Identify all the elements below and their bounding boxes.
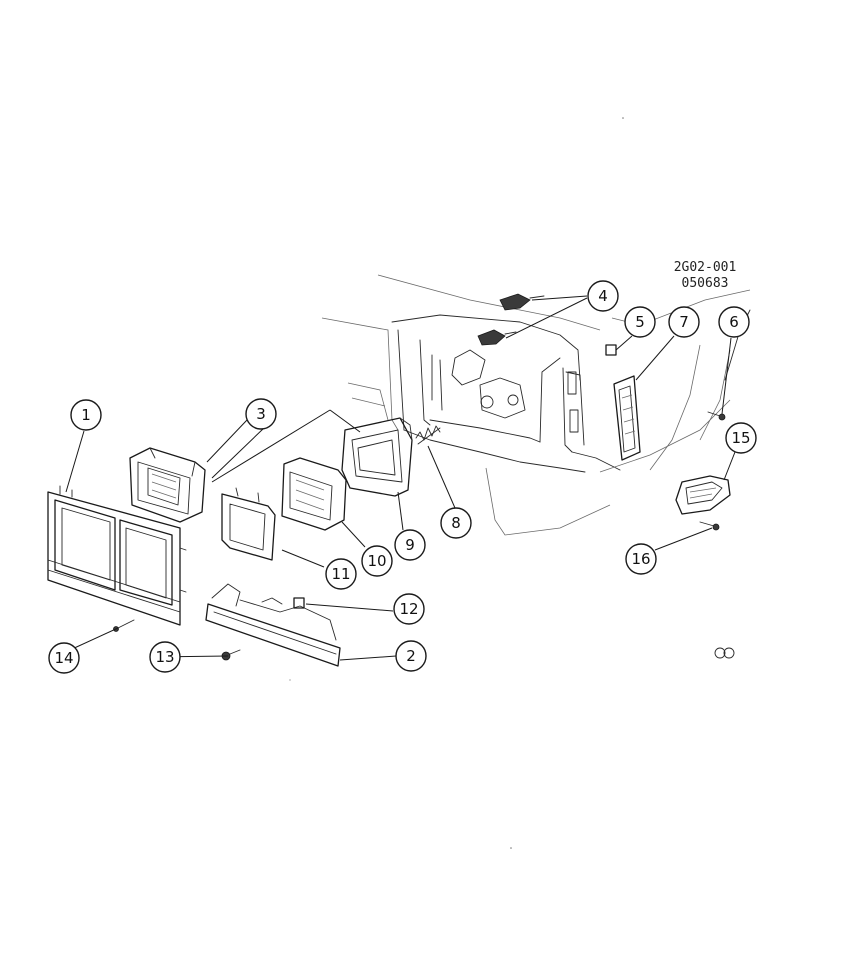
screw-part-16 (699, 521, 720, 531)
callout-7: 7 (668, 306, 700, 338)
callout-3: 3 (245, 398, 277, 430)
svg-text:12: 12 (399, 600, 418, 618)
svg-text:10: 10 (367, 552, 386, 570)
callout-5: 5 (624, 306, 656, 338)
callout-13: 13 (149, 641, 181, 673)
callout-11: 11 (325, 558, 357, 590)
svg-text:13: 13 (155, 648, 174, 666)
svg-text:11: 11 (331, 565, 350, 583)
callout-8: 8 (440, 507, 472, 539)
vehicle-front-body (321, 274, 751, 536)
speck (289, 679, 291, 681)
adjuster-spring-part-8 (415, 425, 441, 445)
svg-text:5: 5 (635, 313, 645, 331)
svg-text:16: 16 (631, 550, 650, 568)
callout-4: 4 (587, 280, 619, 312)
callout-16: 16 (625, 543, 657, 575)
speck (510, 847, 512, 849)
drawing-code-line-1: 2G02-001 (674, 260, 737, 275)
callout-1: 1 (70, 399, 102, 431)
clip-part-12 (293, 597, 305, 609)
nut-part-5 (605, 344, 617, 356)
svg-text:7: 7 (679, 313, 689, 331)
screw-part-14 (113, 619, 135, 632)
svg-text:6: 6 (729, 313, 739, 331)
retaining-ring-part-11 (221, 487, 276, 561)
callout-6: 6 (718, 306, 750, 338)
leader-lines (65, 295, 736, 661)
svg-text:9: 9 (405, 536, 415, 554)
side-marker-lamp-part-7 (613, 375, 641, 461)
adjusting-screws-part-4 (477, 293, 545, 346)
publisher-logo: GC (714, 647, 735, 659)
callout-14: 14 (48, 642, 80, 674)
svg-text:14: 14 (54, 649, 73, 667)
svg-text:2: 2 (406, 647, 416, 665)
headlamp-bezel-part-1 (47, 485, 187, 626)
svg-text:3: 3 (256, 405, 266, 423)
svg-text:4: 4 (598, 287, 608, 305)
speck (622, 117, 624, 119)
callout-9: 9 (394, 529, 426, 561)
sealed-beam-lamp-left-part-3 (129, 447, 206, 523)
svg-text:1: 1 (81, 406, 91, 424)
sealed-beam-lamp-right-part-3 (281, 457, 347, 531)
callout-12: 12 (393, 593, 425, 625)
callout-15: 15 (725, 422, 757, 454)
callout-10: 10 (361, 545, 393, 577)
drawing-code-line-2: 050683 (682, 276, 729, 291)
headlamp-housing-part-9 (341, 417, 413, 497)
cornering-lamp-part-15 (675, 475, 731, 515)
svg-text:8: 8 (451, 514, 461, 532)
svg-text:15: 15 (731, 429, 750, 447)
park-turn-lamp-part-2 (205, 583, 341, 667)
callout-2: 2 (395, 640, 427, 672)
screw-part-13 (221, 649, 241, 661)
